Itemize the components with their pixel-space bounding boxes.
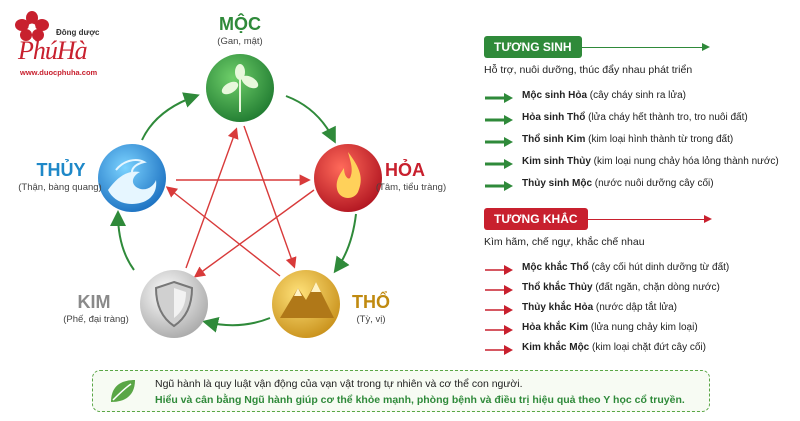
arrow-right-icon: [485, 159, 513, 169]
title-tho: THỔ: [352, 292, 390, 312]
rule-name: Thủy khắc Hỏa: [522, 302, 594, 313]
rule-name: Hỏa khắc Kim: [522, 322, 589, 333]
wave-icon: [108, 171, 157, 204]
rule-detail: (nước nuôi dưỡng cây cối): [592, 178, 714, 189]
arrow-right-icon: [485, 93, 513, 103]
leaf-icon: [221, 64, 259, 112]
element-tho: [272, 270, 340, 338]
khac-arrow-tho-thuy: [165, 186, 281, 277]
brand-name: PhúHà: [18, 36, 88, 65]
organs-kim: (Phế, đại tràng): [63, 314, 129, 325]
rule-name: Mộc khắc Thổ: [522, 262, 589, 273]
note-line-1: Ngũ hành là quy luật vận động của vạn vậ…: [155, 378, 523, 390]
khac-header-line: [580, 219, 706, 220]
rule-detail: (lửa cháy hết thành tro, tro nuôi đất): [585, 112, 748, 123]
arrow-right-icon: [485, 115, 513, 125]
khac-header: TƯƠNG KHẮC: [484, 208, 588, 230]
note-line-2: Hiểu và cân bằng Ngũ hành giúp cơ thể kh…: [155, 394, 685, 406]
flame-icon: [336, 152, 361, 198]
organs-tho: (Tỳ, vị): [356, 314, 386, 325]
khac-arrow-hoa-kim: [193, 189, 315, 278]
rule-detail: (cây cháy sinh ra lửa): [587, 90, 686, 101]
rule-detail: (lửa nung chảy kim loại): [588, 322, 698, 333]
rule-name: Mộc sinh Hỏa: [522, 90, 588, 101]
rule-name: Thổ sinh Kim: [522, 134, 586, 145]
brand-subtitle: Đông dược: [56, 28, 100, 37]
sinh-arrow-kim-thuy: [110, 210, 135, 271]
rule-detail: (đất ngăn, chặn dòng nước): [592, 282, 720, 293]
rule-detail: (kim loại chặt đứt cây cối): [589, 342, 706, 353]
sinh-header-arrow-icon: [702, 43, 710, 51]
organs-moc: (Gan, mật): [217, 36, 263, 47]
sinh-arrow-tho-kim: [202, 316, 271, 333]
arrow-right-icon: [485, 265, 513, 275]
sinh-arrow-hoa-tho: [333, 213, 357, 274]
brand-website: www.duocphuha.com: [20, 68, 98, 77]
title-moc: MỘC: [219, 14, 261, 34]
rule-detail: (nước dập tắt lửa): [593, 302, 678, 313]
leaf-icon: [111, 380, 135, 402]
arrow-right-icon: [485, 285, 513, 295]
sinh-header-line: [578, 47, 704, 48]
khac-arrow-kim-moc: [185, 127, 239, 269]
summary-note: Ngũ hành là quy luật vận động của vạn vậ…: [92, 370, 710, 412]
element-hoa: [314, 144, 382, 212]
brand-logo: Đông dược PhúHà www.duocphuha.com: [8, 6, 108, 77]
five-elements-diagram: [98, 54, 382, 338]
khac-header-arrow-icon: [704, 215, 712, 223]
rule-name: Thủy sinh Mộc: [522, 178, 592, 189]
rule-name: Thổ khắc Thủy: [522, 282, 593, 293]
sinh-arrow-moc-hoa: [285, 95, 336, 144]
arrow-right-icon: [485, 181, 513, 191]
arrow-right-icon: [485, 137, 513, 147]
organs-thuy: (Thận, bàng quang): [18, 182, 102, 193]
khac-arrow-moc-tho: [243, 125, 297, 269]
rule-detail: (kim loại nung chảy hóa lỏng thành nước): [590, 156, 779, 167]
khac-description: Kìm hãm, chế ngự, khắc chế nhau: [484, 236, 645, 248]
element-kim: [140, 270, 208, 338]
element-thuy: [98, 144, 166, 212]
title-thuy: THỦY: [36, 160, 86, 180]
sinh-description: Hỗ trợ, nuôi dưỡng, thúc đẩy nhau phát t…: [484, 64, 693, 76]
title-hoa: HỎA: [385, 160, 425, 180]
arrow-right-icon: [485, 325, 513, 335]
sinh-arrow-thuy-moc: [141, 92, 200, 141]
arrow-right-icon: [485, 345, 513, 355]
rule-name: Hỏa sinh Thổ: [522, 112, 586, 123]
element-moc: [206, 54, 274, 122]
title-kim: KIM: [77, 292, 111, 312]
apricot-flower-icon: [15, 11, 49, 41]
organs-hoa: (Tâm, tiểu tràng): [375, 182, 447, 193]
rule-detail: (cây cối hút dinh dưỡng từ đất): [588, 262, 730, 273]
rule-name: Kim sinh Thủy: [522, 156, 591, 167]
arrow-right-icon: [485, 305, 513, 315]
sinh-header: TƯƠNG SINH: [484, 36, 582, 58]
rule-name: Kim khắc Mộc: [522, 342, 590, 353]
rule-detail: (kim loại hình thành từ trong đất): [585, 134, 734, 145]
